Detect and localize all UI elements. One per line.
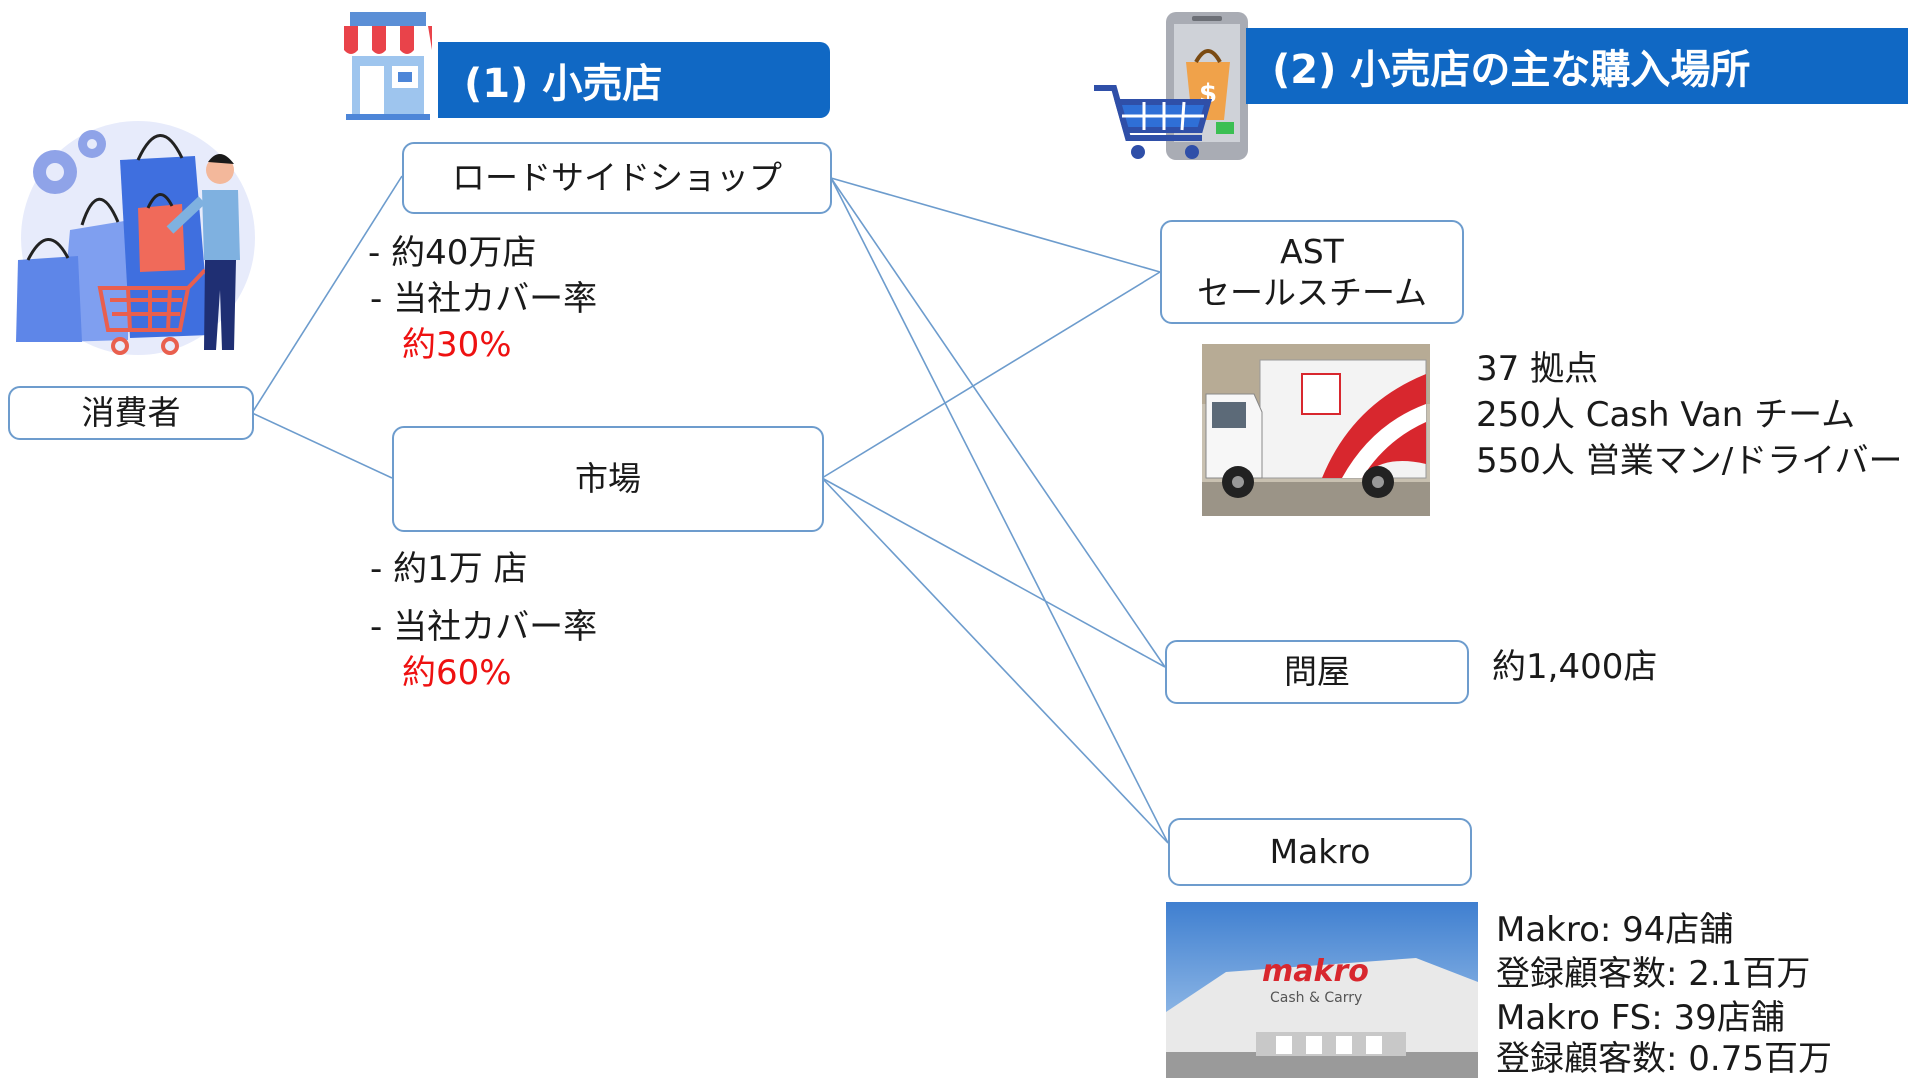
ast-sales-driver-note: 550人 営業マン/ドライバー [1476,441,1903,481]
line-roadside-wholesaler [830,177,1166,668]
market-coverage-value: 約60% [402,653,512,693]
makro-sign-text: makro [1262,954,1369,989]
wholesaler-count-note: 約1,400店 [1492,647,1658,687]
consumer-illustration [10,120,270,365]
market-coverage-label: - 当社カバー率 [370,607,598,647]
ast-bases-note: 37 拠点 [1476,349,1599,389]
consumer-label: 消費者 [81,393,181,433]
roadside-coverage-label: - 当社カバー率 [370,279,598,319]
makro-fs-stores-note: Makro FS: 39店舗 [1496,998,1785,1038]
roadside-coverage-value: 約30% [402,325,512,365]
market-box[interactable]: 市場 [392,426,824,532]
wholesaler-label: 問屋 [1284,652,1350,692]
makro-sign-subtext: Cash & Carry [1270,990,1363,1006]
line-consumer-roadside [251,175,403,414]
ast-cashvan-note: 250人 Cash Van チーム [1476,395,1856,435]
line-market-makro [821,477,1169,844]
consumer-box[interactable]: 消費者 [8,386,254,440]
cart-icon [97,268,207,332]
gear-icon [33,130,106,194]
ast-label-line1: AST [1280,231,1344,271]
mobile-shopping-icon: $ [1092,10,1252,162]
ast-label-line2: セールスチーム [1196,273,1427,312]
makro-customers-note: 登録顧客数: 2.1百万 [1496,954,1811,994]
line-market-wholesaler [821,477,1166,668]
ast-sales-team-box[interactable]: AST セールスチーム [1160,220,1464,324]
cash-van-truck-photo [1202,344,1430,516]
makro-label: Makro [1269,832,1371,872]
line-roadside-ast [830,177,1161,273]
purchase-header-banner: (2) 小売店の主な購入場所 [1246,28,1908,104]
cart-icon [1094,85,1212,141]
makro-stores-note: Makro: 94店舗 [1496,910,1734,950]
market-label: 市場 [575,459,641,499]
makro-box[interactable]: Makro [1168,818,1472,886]
wholesaler-box[interactable]: 問屋 [1165,640,1469,704]
makro-store-photo: makro Cash & Carry [1166,902,1478,1078]
purchase-header-text: (2) 小売店の主な購入場所 [1272,47,1751,93]
line-consumer-market [251,412,393,479]
line-market-ast [821,271,1161,479]
market-stores-note: - 約1万 店 [370,549,528,589]
makro-fs-customers-note: 登録顧客数: 0.75百万 [1496,1039,1832,1079]
retail-header-text: (1) 小売店 [464,61,663,107]
retail-header-banner: (1) 小売店 [438,42,830,118]
line-roadside-makro [830,177,1169,844]
store-icon [338,8,438,123]
roadside-shop-label: ロードサイドショップ [452,158,782,198]
roadside-shop-box[interactable]: ロードサイドショップ [402,142,832,214]
roadside-stores-note: - 約40万店 [368,233,537,273]
